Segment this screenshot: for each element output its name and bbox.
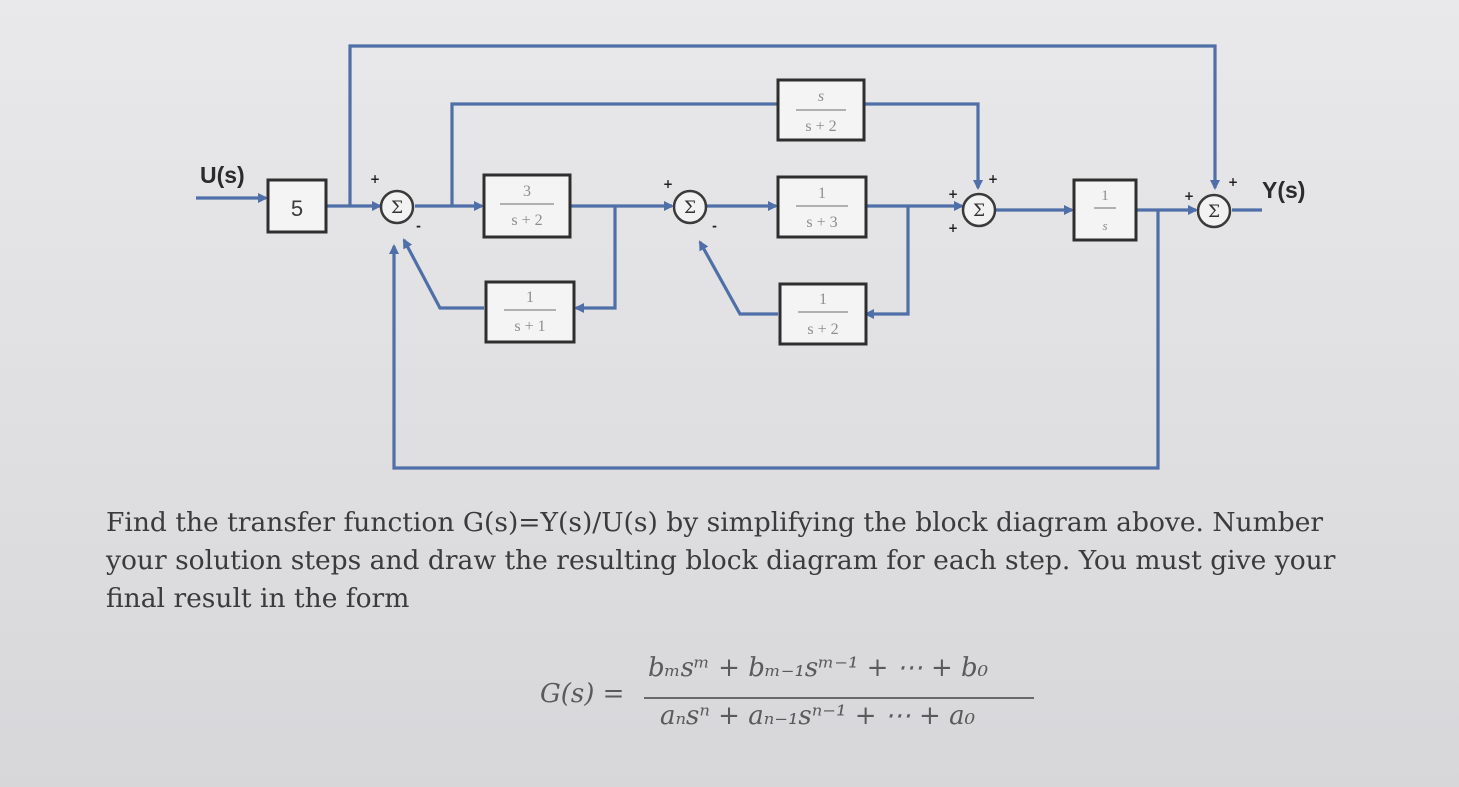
wire-b5-to-sum2 bbox=[698, 240, 778, 316]
sum-symbol: Σ bbox=[391, 198, 403, 218]
block-denominator: s + 1 bbox=[514, 318, 545, 335]
block-denominator: s + 2 bbox=[511, 212, 542, 229]
wire-sum1-to-sum3-top bbox=[450, 102, 983, 206]
sum-junction-1: Σ + - bbox=[370, 172, 421, 233]
block-numerator: 1 bbox=[819, 291, 827, 308]
wire-b4-to-b5 bbox=[864, 206, 910, 319]
sign-plus: + bbox=[948, 221, 958, 235]
block-denominator: s + 2 bbox=[807, 321, 838, 338]
sign-plus: + bbox=[370, 172, 380, 186]
question-text: Find the transfer function G(s)=Y(s)/U(s… bbox=[106, 507, 1336, 614]
sign-plus: + bbox=[1228, 175, 1238, 189]
input-label: U(s) bbox=[200, 162, 245, 188]
sum-junction-4: Σ + + bbox=[1184, 175, 1238, 229]
formula-numerator: bₘsᵐ + bₘ₋₁sᵐ⁻¹ + ⋯ + b₀ bbox=[648, 653, 989, 683]
gain-block: 5 bbox=[266, 178, 328, 234]
block-1-over-s: 1 s bbox=[1072, 178, 1138, 242]
sum-junction-3: Σ + + + bbox=[948, 172, 998, 235]
block-1-over-s-plus-2: 1 s + 2 bbox=[778, 282, 868, 346]
formula-lhs: G(s) = bbox=[540, 679, 625, 709]
block-denominator: s + 3 bbox=[806, 214, 837, 231]
formula-denominator: aₙsⁿ + aₙ₋₁sⁿ⁻¹ + ⋯ + a₀ bbox=[660, 701, 975, 731]
sign-plus: + bbox=[988, 172, 998, 186]
block-numerator: 3 bbox=[523, 183, 531, 200]
sum-symbol: Σ bbox=[973, 201, 985, 221]
block-1-over-s-plus-1: 1 s + 1 bbox=[484, 280, 576, 344]
block-3-over-s-plus-2: 3 s + 2 bbox=[482, 173, 572, 239]
sign-minus: - bbox=[416, 219, 421, 233]
block-denominator: s + 2 bbox=[805, 118, 836, 135]
block-numerator: 1 bbox=[526, 289, 534, 306]
wire-b1-to-b2 bbox=[574, 206, 617, 313]
sum-symbol: Σ bbox=[1208, 202, 1220, 222]
block-numerator: 1 bbox=[818, 185, 826, 202]
block-denominator: s bbox=[1102, 218, 1107, 233]
sign-minus: - bbox=[712, 219, 717, 233]
sum-symbol: Σ bbox=[684, 198, 696, 218]
sign-plus: + bbox=[1184, 189, 1194, 203]
sign-plus: + bbox=[948, 187, 958, 201]
block-s-over-s-plus-2: s s + 2 bbox=[776, 78, 866, 142]
wire-bottom-feedback bbox=[389, 210, 1160, 470]
fraction-bar bbox=[644, 697, 1034, 699]
wire-b2-to-sum1 bbox=[402, 238, 484, 310]
output-label: Y(s) bbox=[1262, 177, 1305, 203]
block-1-over-s-plus-3: 1 s + 3 bbox=[776, 175, 868, 239]
block-numerator: s bbox=[818, 88, 824, 105]
gain-value: 5 bbox=[291, 196, 303, 221]
sum-junction-2: Σ + - bbox=[663, 177, 717, 233]
wire-top-feedforward bbox=[348, 44, 1220, 206]
signal-wires bbox=[196, 44, 1262, 470]
sign-plus: + bbox=[663, 177, 673, 191]
transfer-function-formula: G(s) = bₘsᵐ + bₘ₋₁sᵐ⁻¹ + ⋯ + b₀ aₙsⁿ + a… bbox=[540, 645, 1060, 745]
block-numerator: 1 bbox=[1101, 188, 1109, 204]
block-diagram: U(s) Y(s) 5 Σ + - Σ + - Σ + + + bbox=[196, 44, 1305, 470]
